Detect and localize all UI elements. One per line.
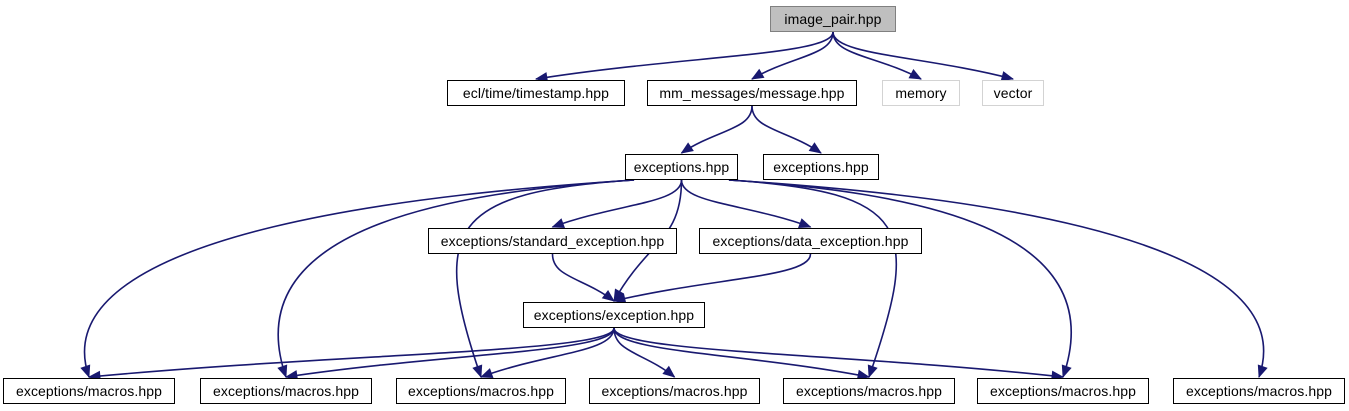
edge-arrowhead bbox=[80, 364, 91, 378]
graph-edge-n9-to-m3 bbox=[480, 327, 615, 378]
graph-node-n1[interactable]: ecl/time/timestamp.hpp bbox=[447, 80, 625, 106]
edge-arrowhead bbox=[1061, 364, 1072, 378]
graph-node-m7[interactable]: exceptions/macros.hpp bbox=[1173, 378, 1345, 404]
graph-node-n3[interactable]: memory bbox=[882, 80, 960, 106]
edge-arrowhead bbox=[277, 364, 288, 378]
graph-edge-n9-to-m1 bbox=[88, 327, 615, 378]
edge-arrowhead bbox=[601, 289, 615, 302]
graph-node-n8[interactable]: exceptions/data_exception.hpp bbox=[699, 228, 922, 254]
graph-edge-n2-to-n5 bbox=[681, 105, 753, 154]
graph-edge-n5-to-m6 bbox=[728, 179, 1072, 378]
graph-node-n7[interactable]: exceptions/standard_exception.hpp bbox=[428, 228, 677, 254]
graph-edge-n5-to-n8 bbox=[680, 179, 811, 228]
edge-arrowhead bbox=[1000, 71, 1015, 82]
edge-arrowhead bbox=[551, 218, 565, 228]
graph-edge-n5-to-m5 bbox=[728, 179, 898, 378]
graph-edge-n2-to-n6 bbox=[751, 105, 822, 154]
graph-edge-n8-to-n9 bbox=[613, 253, 812, 302]
graph-node-m4[interactable]: exceptions/macros.hpp bbox=[589, 378, 760, 404]
graph-node-n6[interactable]: exceptions.hpp bbox=[763, 154, 879, 180]
graph-edge-n5-to-n7 bbox=[552, 179, 683, 228]
graph-node-n0[interactable]: image_pair.hpp bbox=[770, 6, 896, 32]
edge-arrowhead bbox=[908, 69, 922, 80]
graph-edge-n5-to-m3 bbox=[455, 179, 635, 378]
graph-edge-n9-to-m5 bbox=[613, 327, 870, 378]
graph-node-m5[interactable]: exceptions/macros.hpp bbox=[783, 378, 955, 404]
graph-edge-n9-to-m2 bbox=[285, 327, 615, 378]
graph-edge-n0-to-n4 bbox=[832, 31, 1014, 80]
graph-edge-n5-to-m1 bbox=[83, 179, 635, 378]
graph-node-m6[interactable]: exceptions/macros.hpp bbox=[977, 378, 1149, 404]
edge-arrowhead bbox=[808, 142, 822, 154]
edge-arrowhead bbox=[1257, 364, 1268, 378]
edge-arrowhead bbox=[662, 365, 676, 378]
graph-edge-n5-to-m7 bbox=[728, 179, 1265, 378]
graph-node-m2[interactable]: exceptions/macros.hpp bbox=[200, 378, 372, 404]
graph-node-n5[interactable]: exceptions.hpp bbox=[625, 154, 738, 180]
graph-edge-n9-to-m6 bbox=[613, 327, 1064, 378]
edge-arrowhead bbox=[867, 364, 878, 378]
edge-arrowhead bbox=[612, 293, 627, 304]
edge-arrowhead bbox=[472, 364, 483, 378]
graph-node-n4[interactable]: vector bbox=[982, 80, 1044, 106]
edge-arrowhead bbox=[480, 368, 494, 378]
edge-arrowhead bbox=[798, 218, 812, 228]
graph-edge-n0-to-n2 bbox=[751, 31, 834, 80]
graph-edge-n5-to-m2 bbox=[277, 179, 635, 378]
graph-edge-n0-to-n1 bbox=[535, 31, 834, 80]
graph-edge-n7-to-n9 bbox=[551, 253, 615, 302]
graph-node-n9[interactable]: exceptions/exception.hpp bbox=[523, 302, 705, 328]
edge-arrowhead bbox=[751, 68, 765, 80]
graph-node-n2[interactable]: mm_messages/message.hpp bbox=[647, 80, 857, 106]
graph-node-m1[interactable]: exceptions/macros.hpp bbox=[3, 378, 175, 404]
graph-edge-n0-to-n3 bbox=[832, 31, 922, 80]
edge-arrowhead bbox=[680, 142, 694, 154]
graph-node-m3[interactable]: exceptions/macros.hpp bbox=[396, 378, 566, 404]
